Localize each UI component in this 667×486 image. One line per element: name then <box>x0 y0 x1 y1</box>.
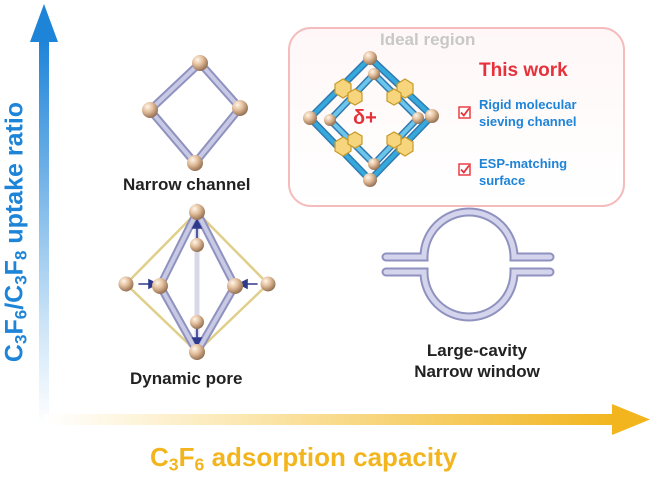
checkbox-icon <box>458 106 471 119</box>
node <box>324 114 336 126</box>
node <box>118 276 134 292</box>
node <box>303 111 317 125</box>
charge-label: δ+ <box>353 107 377 129</box>
node <box>192 55 208 71</box>
node <box>189 204 205 220</box>
node <box>190 238 204 252</box>
feature-esp-matching: ESP-matching surface <box>479 156 568 188</box>
x-axis-arrow <box>45 404 650 435</box>
node <box>260 276 276 292</box>
node <box>363 51 377 65</box>
dynamic-pore-structure <box>118 203 276 361</box>
node <box>227 278 243 294</box>
this-work-label: This work <box>479 60 568 81</box>
ideal-region-title: Ideal region <box>380 30 476 49</box>
dynamic-pore-label: Dynamic pore <box>130 369 243 388</box>
node <box>152 278 168 294</box>
node <box>368 68 380 80</box>
node <box>232 100 248 116</box>
this-work-framework <box>303 51 439 187</box>
narrow-channel-label: Narrow channel <box>123 175 251 194</box>
node <box>412 112 424 124</box>
large-cavity-structure <box>381 207 555 322</box>
node <box>363 173 377 187</box>
node <box>190 315 204 329</box>
feature-rigid-channel: Rigid molecular sieving channel <box>479 97 577 129</box>
large-cavity-label: Large-cavity Narrow window <box>414 341 540 381</box>
node <box>368 158 380 170</box>
x-axis-label: C3F6 adsorption capacity <box>150 442 458 475</box>
checkbox-icon <box>458 163 471 176</box>
node <box>189 344 205 360</box>
node <box>187 155 203 171</box>
node <box>142 102 158 118</box>
y-axis-arrow <box>30 4 58 426</box>
narrow-channel-structure <box>142 55 248 171</box>
node <box>425 109 439 123</box>
